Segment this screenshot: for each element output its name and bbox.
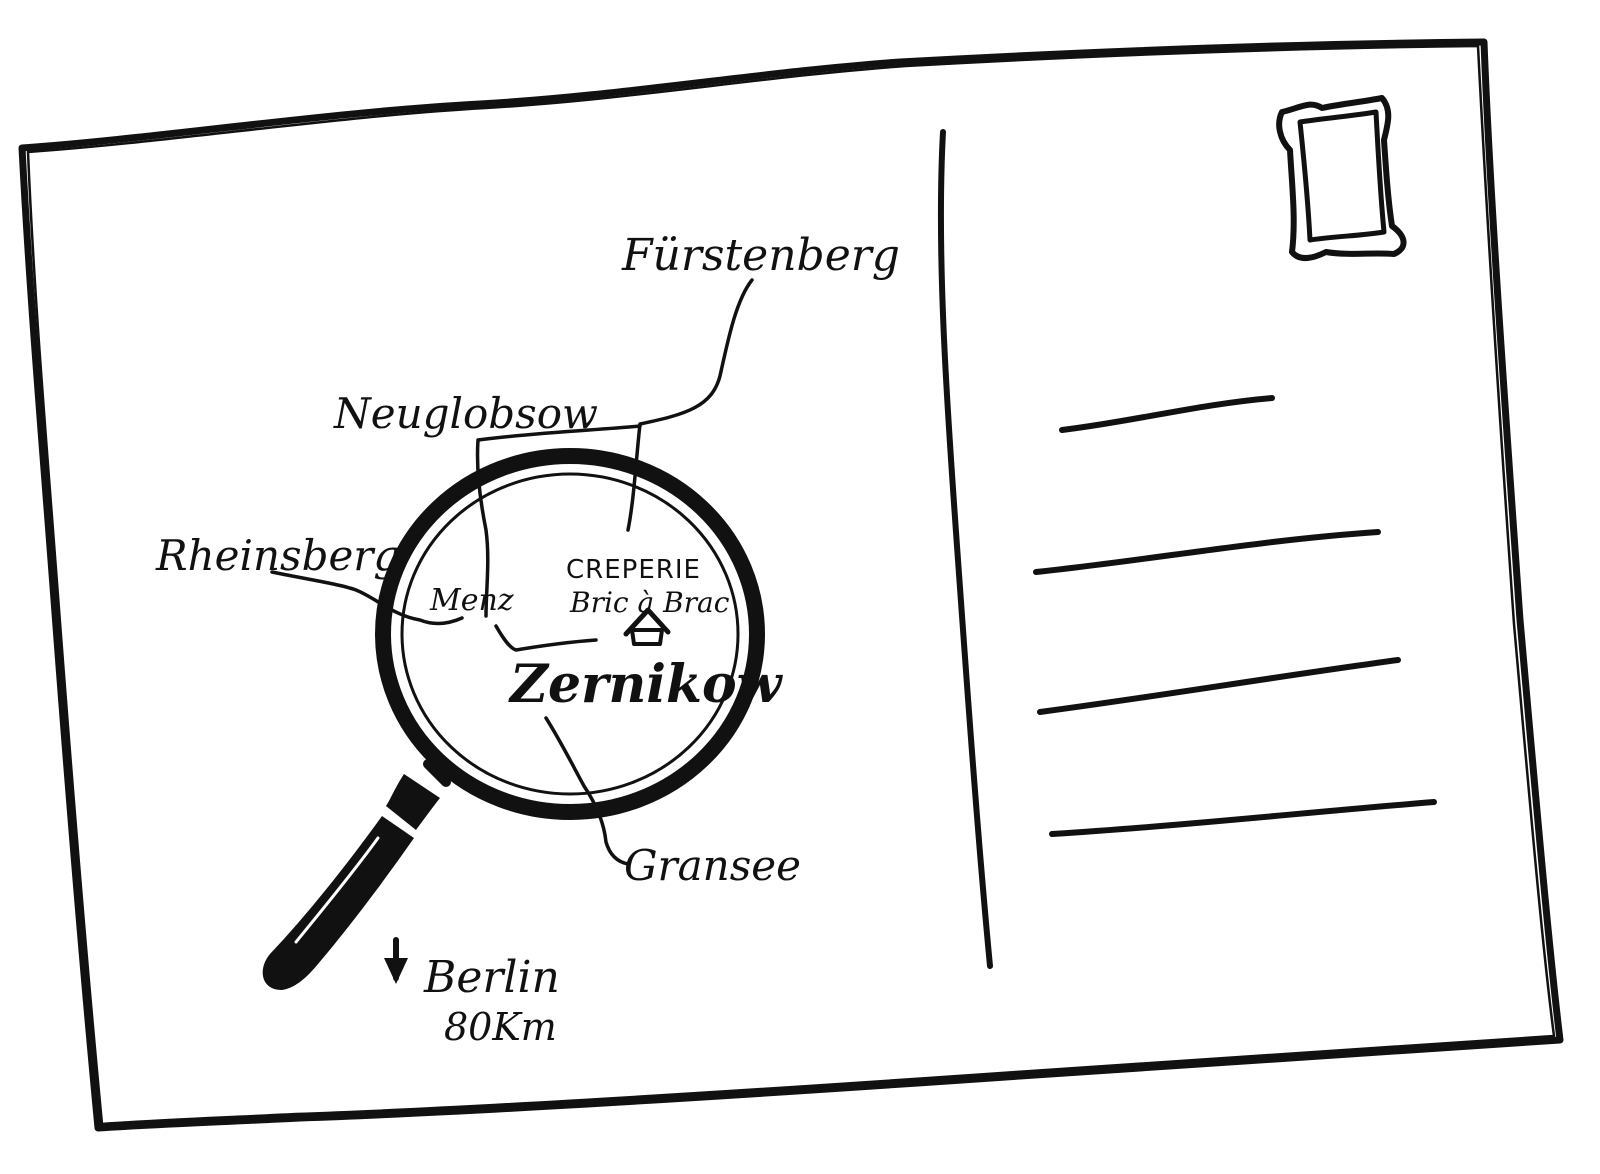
- postcard-divider: [937, 129, 993, 969]
- address-line: [1033, 529, 1381, 575]
- berlin-distance: 80Km: [444, 1005, 557, 1049]
- berlin-label: Berlin: [423, 952, 560, 1003]
- creperie-label-line1: CREPERIE: [566, 555, 701, 585]
- house-icon: [623, 607, 671, 646]
- stamp-icon: [1276, 95, 1407, 261]
- place-label-neuglobsow: Neuglobsow: [333, 389, 598, 438]
- road-neuglobsow: [475, 424, 642, 618]
- road-gransee: [544, 716, 630, 866]
- place-label-menz: Menz: [429, 583, 514, 618]
- creperie-label-line2: Bric à Brac: [569, 586, 730, 619]
- road-menz-zernikow: [494, 624, 598, 652]
- road-fuerstenberg: [626, 278, 754, 532]
- road-rheinsberg: [270, 570, 464, 626]
- address-line: [1049, 799, 1437, 837]
- place-label-rheinsberg: Rheinsberg: [155, 531, 400, 580]
- postcard-border: [18, 38, 1564, 1132]
- place-label-zernikow: Zernikow: [508, 654, 784, 715]
- address-line: [1037, 657, 1401, 715]
- place-label-gransee: Gransee: [624, 841, 801, 890]
- address-lines: [1033, 395, 1437, 837]
- arrow-down-icon: [384, 937, 408, 984]
- magnifying-glass-icon: [262, 448, 765, 990]
- map-roads: [270, 278, 754, 866]
- place-label-fuerstenberg: Fürstenberg: [621, 230, 900, 281]
- address-line: [1059, 395, 1275, 433]
